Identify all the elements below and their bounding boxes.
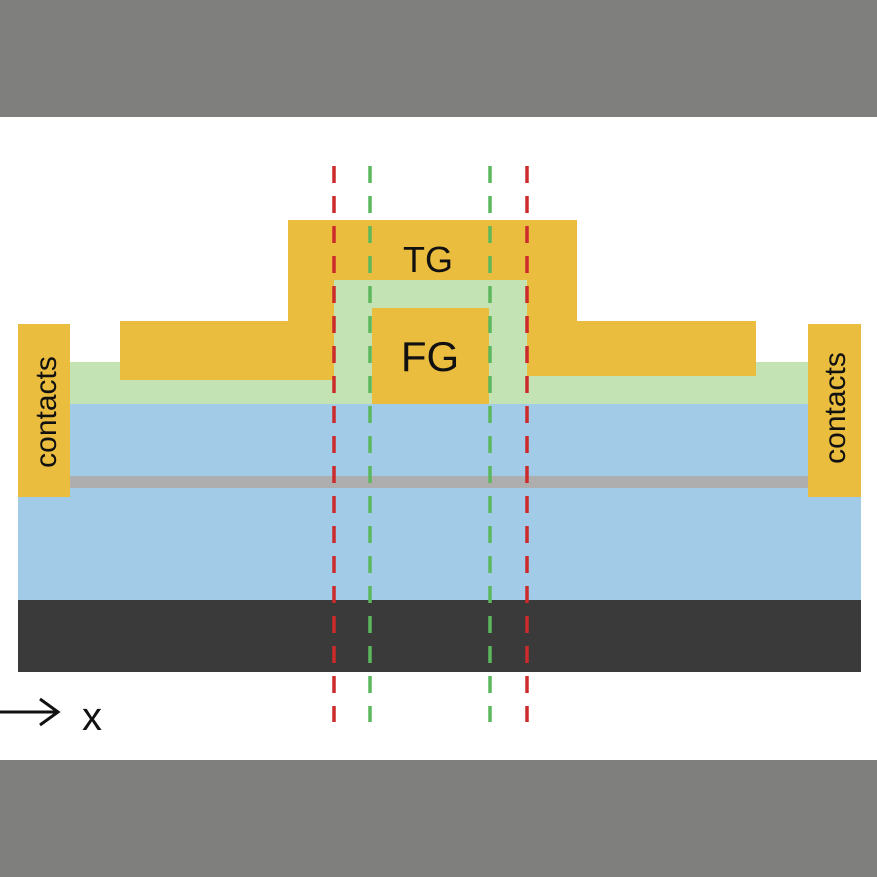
contacts-left-label: contacts	[30, 356, 63, 468]
contacts-right-label: contacts	[819, 352, 852, 464]
floating-gate-shape	[372, 308, 489, 404]
upper-blue-layer	[18, 404, 861, 478]
frame-top	[0, 0, 877, 117]
x-axis-arrow-icon	[0, 697, 61, 727]
top-gate-label: TG	[403, 239, 453, 280]
lower-blue-layer	[18, 488, 861, 600]
contact-left	[18, 324, 70, 497]
x-axis-label: x	[82, 695, 102, 739]
contact-right	[808, 324, 861, 497]
channel-layer	[18, 476, 861, 488]
floating-gate-label: FG	[401, 333, 459, 380]
substrate-layer	[18, 600, 861, 672]
frame-bottom	[0, 760, 877, 877]
